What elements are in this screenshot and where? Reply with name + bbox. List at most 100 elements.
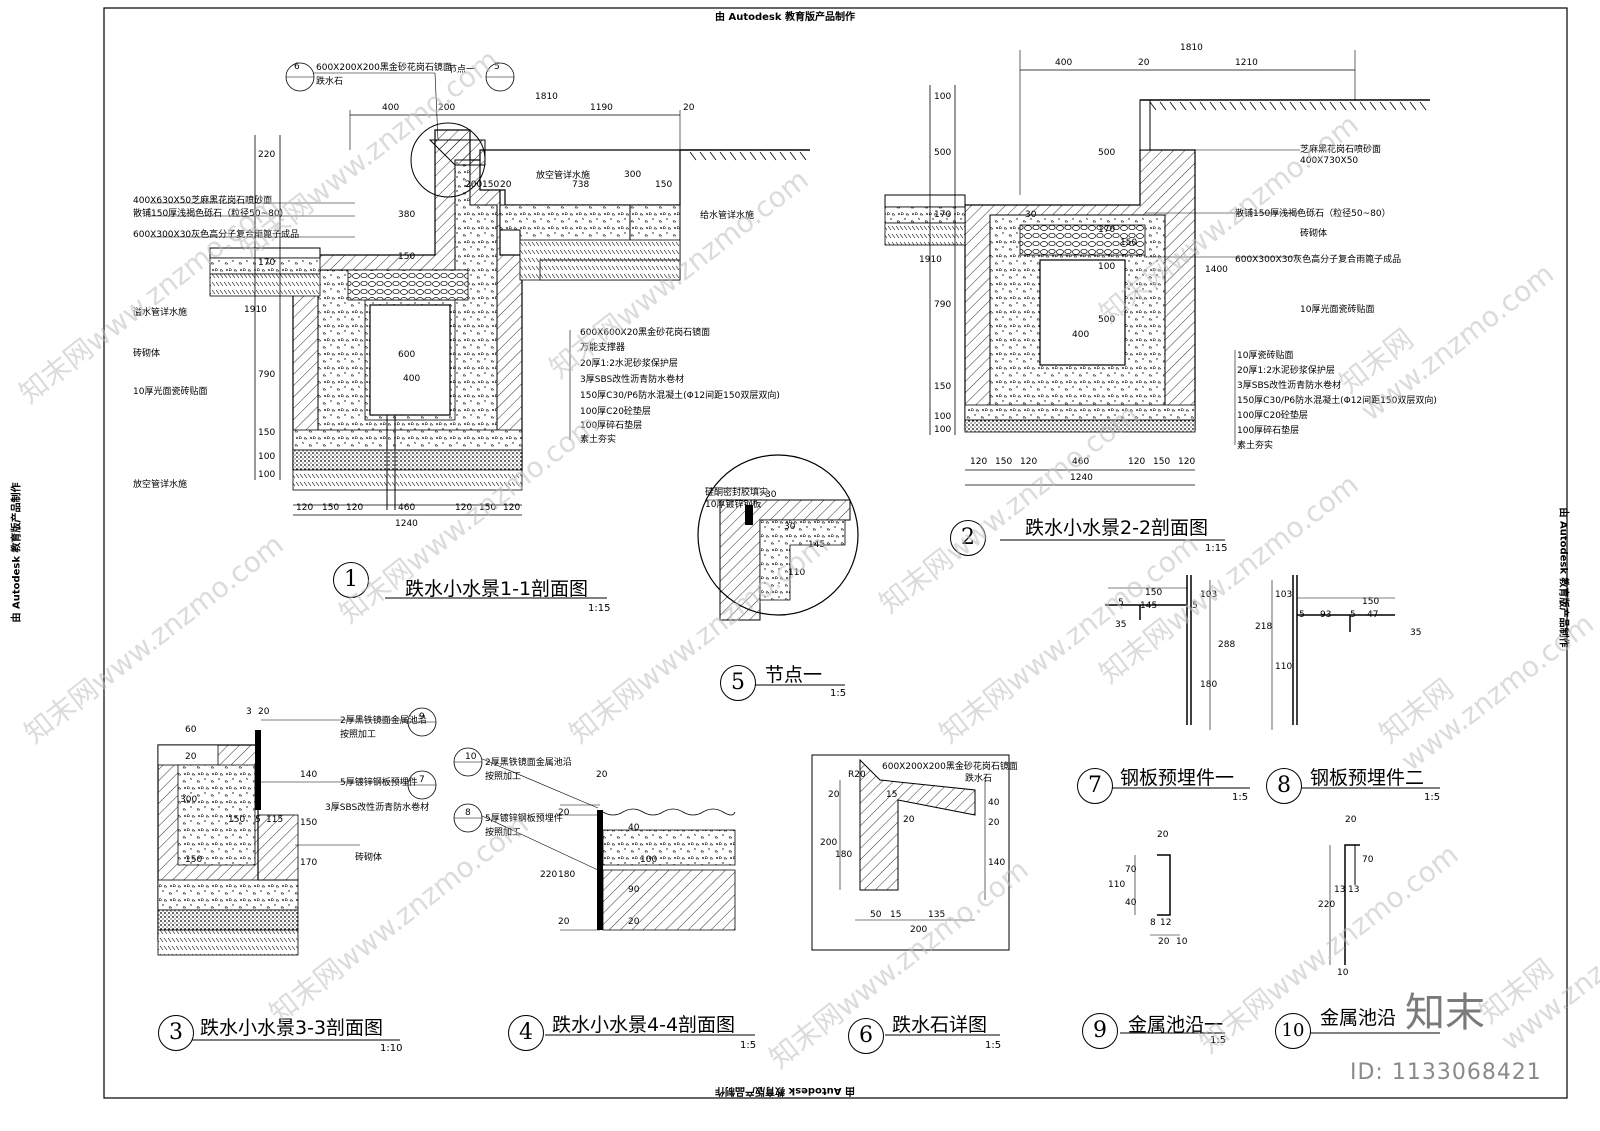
s1-right-note-5: 3厚SBS改性沥青防水卷材	[580, 375, 685, 385]
p7-dim-3: 5	[1192, 601, 1198, 611]
s1-inner-dim-9: 600	[398, 350, 416, 360]
section-4-4	[479, 757, 736, 931]
s2-top-dim-3: 1210	[1235, 58, 1258, 68]
st6-dim-9: 15	[890, 910, 902, 920]
e10-dim-5: 220	[1318, 900, 1336, 910]
banner-bottom: 由 Autodesk 教育版产品制作	[715, 1085, 856, 1096]
e9-dim-7: 20	[1158, 937, 1170, 947]
banner-top: 由 Autodesk 教育版产品制作	[715, 12, 856, 23]
s2-inner-dim-4: 100	[1098, 262, 1116, 272]
s1-vert-dim-7: 100	[258, 470, 276, 480]
s2-vert-dim-1: 100	[934, 92, 952, 102]
e10-dim-3: 13	[1334, 885, 1346, 895]
s1-right-note-8: 100厚碎石垫层	[580, 421, 643, 431]
s1-bottom-dim-2: 150	[322, 503, 340, 513]
e9-dim-3: 70	[1125, 865, 1137, 875]
detail-number-6: 6	[848, 1018, 884, 1054]
s2-bottom-dim-2: 150	[995, 457, 1013, 467]
s2-note-7: 10厚瓷砖贴面	[1237, 351, 1294, 361]
s4-dim-1: 20	[558, 808, 570, 818]
s2-inner-dim-6: 1400	[1205, 265, 1228, 275]
image-id: ID: 1133068421	[1350, 1060, 1542, 1085]
detail-scale-2: 1:15	[1205, 543, 1228, 554]
s2-vert-dim-5: 790	[934, 300, 952, 310]
s2-top-dim-1: 1810	[1180, 43, 1203, 53]
detail-number-9: 9	[1082, 1013, 1118, 1049]
s1-inner-dim-2: 150	[482, 180, 500, 190]
s3-note-3: 5厚镀锌钢板预埋件	[340, 778, 418, 788]
s3-dim-top-1: 3	[246, 707, 252, 717]
p7-dim-4: 5	[1118, 598, 1124, 608]
detail-title-2: 跌水小水景2-2剖面图	[1025, 517, 1209, 539]
p8-dim-8: 110	[1275, 662, 1293, 672]
p8-dim-5: 47	[1367, 610, 1379, 620]
plate-8-detail	[1271, 575, 1395, 730]
s1-callout-6-top: 6	[294, 62, 300, 72]
s2-inner-dim-7: 500	[1098, 315, 1116, 325]
section-2-2	[884, 50, 1430, 486]
s1-right-note-7: 100厚C20砼垫层	[580, 407, 651, 417]
s1-left-note-6: 10厚光面瓷砖贴面	[133, 387, 208, 397]
stone-6-detail	[811, 754, 1010, 951]
st6-dim-7: 140	[988, 858, 1006, 868]
detail-number-10: 10	[1275, 1013, 1311, 1049]
st6-dim-5: 40	[988, 798, 1000, 808]
s2-note-9: 3厚SBS改性沥青防水卷材	[1237, 381, 1342, 391]
detail-scale-6: 1:5	[985, 1040, 1002, 1051]
st6-dim-4: 15	[886, 790, 898, 800]
s2-bottom-dim-1: 120	[970, 457, 988, 467]
s2-note-11: 100厚C20砼垫层	[1237, 411, 1308, 421]
banner-left: 由 Autodesk 教育版产品制作	[11, 482, 23, 623]
p8-dim-3: 93	[1320, 610, 1332, 620]
s2-bottom-dim-7: 120	[1178, 457, 1196, 467]
n5-dim-2: 30	[784, 522, 796, 532]
s1-top-dim-5: 20	[683, 103, 695, 113]
detail-scale-7: 1:5	[1232, 792, 1249, 803]
e10-dim-4: 13	[1348, 885, 1360, 895]
s1-inner-dim-8: 150	[398, 252, 416, 262]
s1-vert-dim-3: 170	[258, 258, 276, 268]
s4-dim-8: 100	[640, 855, 658, 865]
node-5-detail	[697, 454, 859, 621]
detail-number-3: 3	[158, 1015, 194, 1051]
s4-note-1: 2厚黑铁镜面金属池沿	[485, 758, 572, 768]
detail-title-8: 钢板预埋件二	[1310, 767, 1425, 789]
s3-dim-4: 150	[228, 815, 246, 825]
s1-inner-dim-10: 400	[403, 374, 421, 384]
e9-dim-5: 8	[1150, 918, 1156, 928]
e10-dim-1: 20	[1345, 815, 1357, 825]
s1-inner-note: 放空管详水施	[536, 171, 591, 181]
s3-dim-7: 140	[300, 770, 318, 780]
detail-number-4: 4	[508, 1015, 544, 1051]
s2-bottom-dim-3: 120	[1020, 457, 1038, 467]
s2-top-dim-4: 20	[1138, 58, 1150, 68]
s1-left-note-4: 溢水管详水施	[133, 308, 188, 318]
s2-vert-dim-7: 100	[934, 412, 952, 422]
st6-dim-1: 200	[820, 838, 838, 848]
p8-dim-7: 103	[1275, 590, 1293, 600]
s2-bottom-total: 1240	[1070, 473, 1093, 483]
e9-dim-8: 10	[1176, 937, 1188, 947]
st6-dim-2: 180	[835, 850, 853, 860]
s4-dim-2: 220	[540, 870, 558, 880]
p7-dim-7: 288	[1218, 640, 1236, 650]
detail-scale-9: 1:5	[1210, 1035, 1227, 1046]
s1-vert-dim-6: 100	[258, 452, 276, 462]
p8-dim-9: 35	[1410, 628, 1422, 638]
s1-inner-dim-7: 380	[398, 210, 416, 220]
edge-9-detail	[1134, 854, 1180, 936]
brand-logo: 知末	[1405, 990, 1485, 1036]
s1-left-note-5: 砖砌体	[133, 349, 161, 359]
s1-right-note-3: 万能支撑器	[580, 343, 626, 353]
s4-dim-4: 20	[558, 917, 570, 927]
detail-scale-5: 1:5	[830, 688, 847, 699]
s2-vert-dim-6: 150	[934, 382, 952, 392]
s3-note-1: 2厚黑铁镜面金属池沿	[340, 716, 427, 726]
s1-top-dim-2: 200	[438, 103, 456, 113]
s2-note-10: 150厚C30/P6防水混凝土(Φ12间距150双层双向)	[1237, 396, 1437, 406]
s2-inner-dim-2: 500	[1098, 148, 1116, 158]
section-1-1	[150, 72, 810, 516]
s1-bottom-dim-4: 460	[398, 503, 416, 513]
